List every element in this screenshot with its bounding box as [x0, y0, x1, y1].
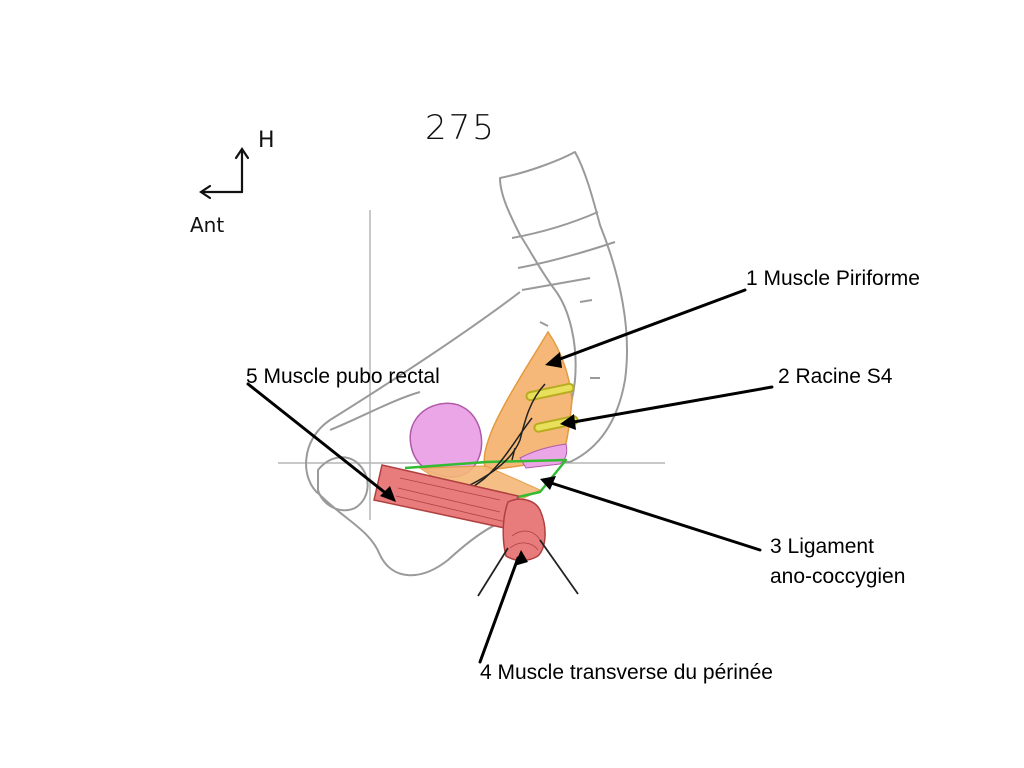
axis-label-vertical: H — [258, 128, 275, 153]
label-ligament: 3 Ligament — [770, 535, 874, 558]
figure-number: 275 — [425, 108, 496, 148]
transverse-perineal-muscle — [502, 498, 546, 562]
piriform-muscle — [483, 330, 573, 471]
axis-label-horizontal: Ant — [190, 213, 225, 237]
ano-coccygeal-ligament — [404, 458, 568, 502]
orientation-arrows — [199, 147, 250, 200]
pubo-rectal-striations — [395, 477, 507, 523]
label-s4-root: 2 Racine S4 — [778, 365, 893, 388]
label-transverse-perineal-muscle: 4 Muscle transverse du périnée — [480, 661, 773, 684]
label-piriform-muscle: 1 Muscle Piriforme — [746, 267, 920, 290]
sacrum-outline — [499, 151, 628, 463]
arrow-heads — [380, 352, 576, 566]
label-ano-coccygien: ano-coccygien — [770, 565, 906, 588]
perineal-striations — [509, 530, 541, 551]
label-pubo-rectal-muscle: 5 Muscle pubo rectal — [246, 365, 440, 388]
perineal-legs — [477, 539, 579, 597]
leader-arrows — [246, 288, 774, 664]
